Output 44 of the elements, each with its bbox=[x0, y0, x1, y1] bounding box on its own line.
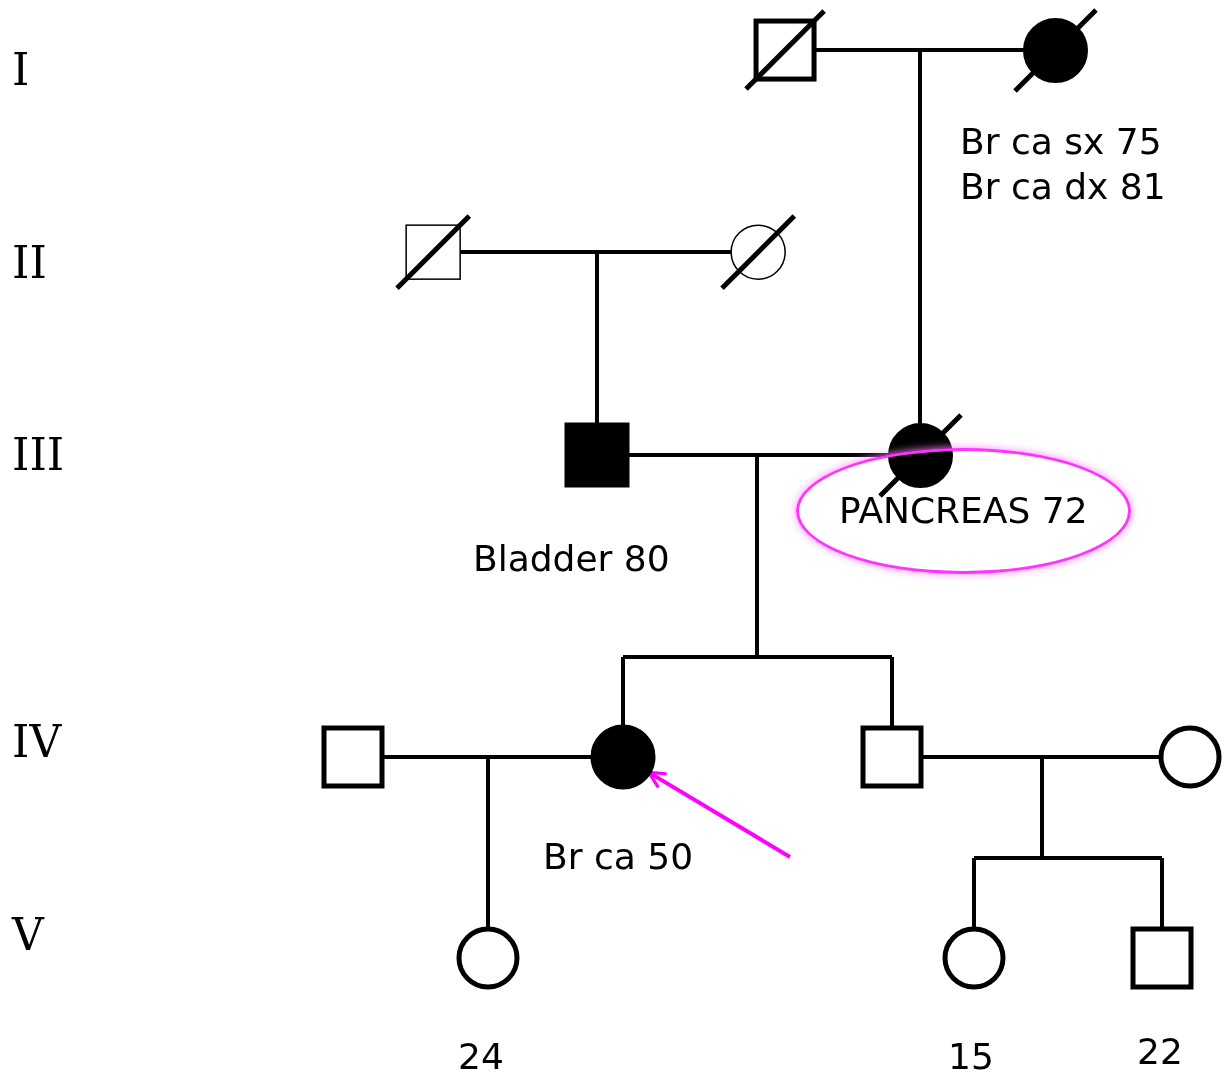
female-circle-symbol bbox=[943, 927, 1005, 989]
annotation-text: Br ca sx 75 bbox=[960, 120, 1162, 164]
proband-arrow bbox=[647, 770, 792, 859]
annotation-text: Br ca 50 bbox=[543, 835, 694, 879]
female-circle-symbol bbox=[1159, 726, 1221, 788]
generation-label: I bbox=[12, 45, 30, 95]
relationship-line bbox=[814, 48, 1025, 52]
descent-line bbox=[974, 856, 1042, 860]
descent-line bbox=[755, 455, 759, 657]
annotation-text: 24 bbox=[458, 1035, 504, 1079]
descent-line bbox=[757, 655, 892, 659]
annotation-text: Bladder 80 bbox=[473, 537, 670, 581]
generation-label: III bbox=[12, 430, 65, 480]
descent-line bbox=[623, 655, 757, 659]
female-circle-symbol bbox=[591, 725, 655, 789]
deceased-male-symbol bbox=[393, 212, 473, 292]
generation-label: IV bbox=[12, 717, 62, 767]
descent-line bbox=[595, 252, 599, 425]
circled-annotation: PANCREAS 72 bbox=[796, 448, 1131, 574]
relationship-line bbox=[382, 755, 593, 759]
male-square-symbol bbox=[565, 423, 629, 487]
deceased-female-symbol bbox=[876, 411, 964, 499]
male-square-symbol bbox=[322, 726, 384, 788]
annotation-text: Br ca dx 81 bbox=[960, 165, 1166, 209]
descent-line bbox=[918, 50, 922, 425]
relationship-line bbox=[627, 453, 890, 457]
descent-line bbox=[972, 858, 976, 929]
relationship-line bbox=[460, 250, 731, 254]
descent-line bbox=[621, 657, 625, 727]
generation-label: V bbox=[12, 910, 44, 960]
descent-line bbox=[1040, 757, 1044, 858]
descent-line bbox=[486, 757, 490, 929]
generation-label: II bbox=[12, 238, 47, 288]
deceased-female-symbol bbox=[1011, 6, 1099, 94]
female-circle-symbol bbox=[457, 927, 519, 989]
annotation-text: 22 bbox=[1137, 1030, 1183, 1074]
descent-line bbox=[1042, 856, 1162, 860]
male-square-symbol bbox=[861, 726, 923, 788]
annotation-text: 15 bbox=[948, 1035, 994, 1079]
male-square-symbol bbox=[1131, 927, 1193, 989]
descent-line bbox=[890, 657, 894, 728]
deceased-female-symbol bbox=[718, 212, 798, 292]
descent-line bbox=[1160, 858, 1164, 929]
deceased-male-symbol bbox=[742, 7, 828, 93]
